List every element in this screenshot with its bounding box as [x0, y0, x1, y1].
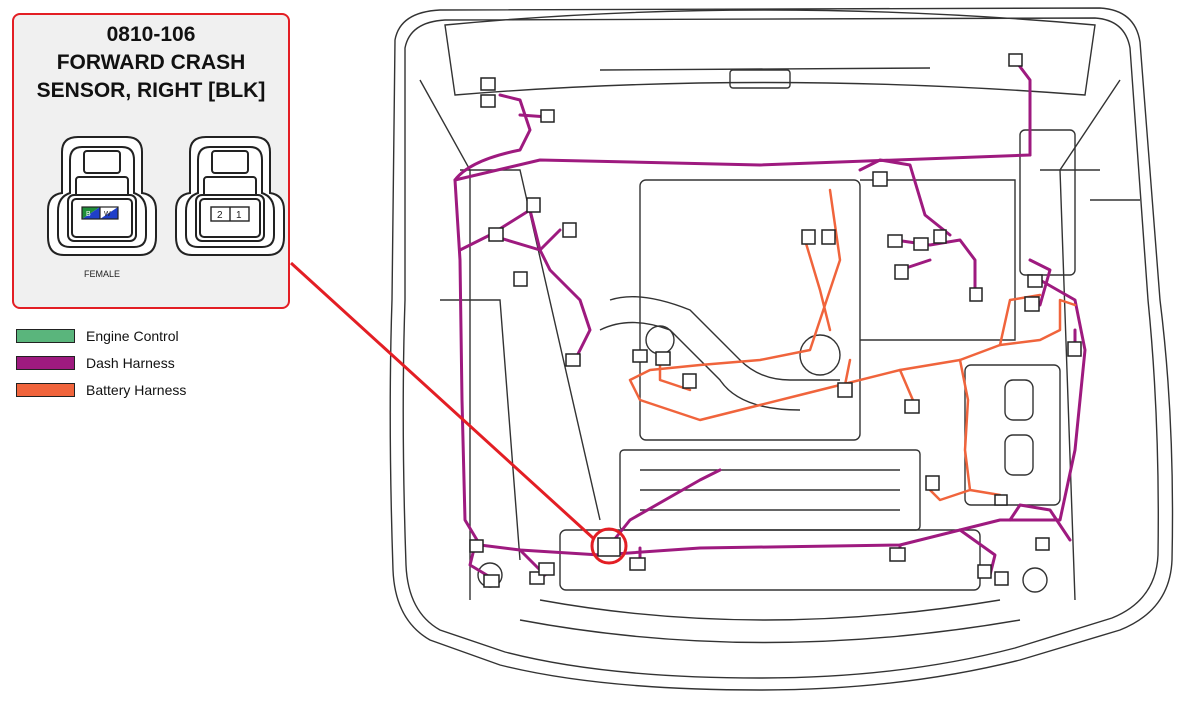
connector-callout: 0810-106 FORWARD CRASH SENSOR, RIGHT [BL… — [12, 13, 290, 309]
pin-w-color-stripe — [100, 207, 118, 219]
battery-harness-wires — [628, 188, 1077, 502]
pin-b-label: B — [86, 211, 91, 218]
legend-label-dash-harness: Dash Harness — [86, 355, 175, 371]
forward-crash-sensor-highlight — [590, 527, 628, 565]
connector-views: B W 2 1 FEMALE — [47, 136, 285, 279]
connector-name-line-1: FORWARD CRASH — [56, 51, 246, 74]
male-connector-view — [175, 136, 285, 256]
vehicle-outline — [389, 7, 1174, 691]
harness-connectors — [469, 53, 1082, 588]
callout-leader-line — [289, 261, 595, 540]
callout-title: 0810-106 FORWARD CRASH SENSOR, RIGHT [BL… — [14, 21, 288, 105]
connector-id: 0810-106 — [106, 23, 196, 46]
pin-b-color-stripe — [82, 207, 100, 219]
pin-w-label: W — [104, 211, 111, 218]
legend-swatch-engine-control — [16, 329, 75, 343]
pin-2-label: 2 — [217, 210, 223, 221]
legend-label-battery-harness: Battery Harness — [86, 382, 187, 398]
legend-swatch-dash-harness — [16, 356, 75, 370]
dash-harness-wires — [453, 58, 1087, 582]
female-label: FEMALE — [84, 269, 120, 279]
female-connector-view — [47, 136, 157, 256]
pin-1-label: 1 — [236, 210, 242, 221]
connector-name-line-2: SENSOR, RIGHT [BLK] — [36, 79, 266, 102]
legend-label-engine-control: Engine Control — [86, 328, 179, 344]
legend-swatch-battery-harness — [16, 383, 75, 397]
